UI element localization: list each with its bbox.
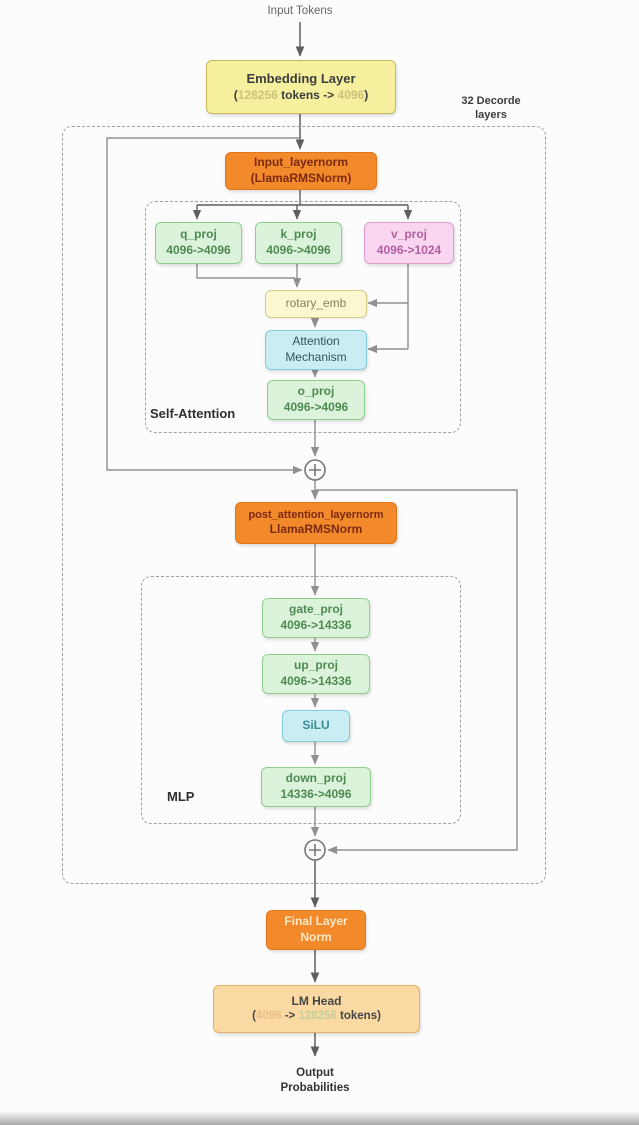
input-layernorm-title: Input_layernorm xyxy=(253,155,349,170)
decoder-count-label: 32 Decorde layers xyxy=(445,94,537,123)
self-attention-label: Self-Attention xyxy=(150,406,236,421)
final-layer-norm-line1: Final Layer xyxy=(284,914,348,929)
o-proj-node: o_proj 4096->4096 xyxy=(267,380,365,420)
silu-node: SiLU xyxy=(282,710,350,742)
attention-title-line1: Attention xyxy=(292,334,340,349)
bottom-shade xyxy=(0,1111,639,1125)
input-layernorm-sub: (LlamaRMSNorm) xyxy=(250,171,352,185)
k-proj-dims: 4096->4096 xyxy=(266,243,331,257)
input-tokens-label: Input Tokens xyxy=(267,5,333,17)
post-attention-layernorm-sub: LlamaRMSNorm xyxy=(269,522,363,537)
lm-head-title: LM Head xyxy=(291,993,342,1008)
embedding-layer-node: Embedding Layer (128256 tokens -> 4096) xyxy=(206,60,396,114)
up-proj-dims: 4096->14336 xyxy=(280,674,352,688)
down-proj-node: down_proj 14336->4096 xyxy=(261,767,371,807)
up-proj-node: up_proj 4096->14336 xyxy=(262,654,370,694)
down-proj-title: down_proj xyxy=(285,771,347,786)
v-proj-dims: 4096->1024 xyxy=(376,243,442,257)
rotary-emb-node: rotary_emb xyxy=(265,290,367,318)
v-proj-title: v_proj xyxy=(390,227,427,242)
lm-head-dims: (4096 -> 128256 tokens) xyxy=(252,1010,381,1023)
attention-title-line2: Mechanism xyxy=(285,350,347,364)
k-proj-node: k_proj 4096->4096 xyxy=(255,222,342,264)
output-probabilities-label: Output Probabilities xyxy=(245,1066,385,1096)
input-layernorm-node: Input_layernorm (LlamaRMSNorm) xyxy=(225,152,377,190)
o-proj-dims: 4096->4096 xyxy=(283,400,349,414)
attention-mechanism-node: Attention Mechanism xyxy=(265,330,367,370)
decoder-stack-boundary xyxy=(62,126,546,884)
embedding-vocab-size: 128256 xyxy=(237,87,278,102)
gate-proj-title: gate_proj xyxy=(288,602,343,617)
mlp-label: MLP xyxy=(167,789,195,804)
q-proj-dims: 4096->4096 xyxy=(166,243,231,257)
post-attention-layernorm-node: post_attention_layernorm LlamaRMSNorm xyxy=(235,502,397,544)
lm-head-hidden-size: 4096 xyxy=(255,1010,282,1023)
final-layer-norm-line2: Norm xyxy=(300,930,332,944)
up-proj-title: up_proj xyxy=(294,658,338,673)
self-attention-group xyxy=(145,201,461,433)
q-proj-title: q_proj xyxy=(180,227,217,242)
q-proj-node: q_proj 4096->4096 xyxy=(155,222,242,264)
silu-title: SiLU xyxy=(302,718,330,733)
decoder-count-line2: layers xyxy=(475,109,507,122)
embedding-title: Embedding Layer xyxy=(246,70,356,86)
o-proj-title: o_proj xyxy=(297,384,335,399)
v-proj-node: v_proj 4096->1024 xyxy=(364,222,454,264)
final-layer-norm-node: Final Layer Norm xyxy=(266,910,366,950)
post-attention-layernorm-title: post_attention_layernorm xyxy=(248,509,384,522)
k-proj-title: k_proj xyxy=(280,227,317,242)
embedding-dims: (128256 tokens -> 4096) xyxy=(233,87,369,102)
output-line2: Probabilities xyxy=(280,1081,350,1094)
decoder-count-line1: 32 Decorde xyxy=(461,95,521,107)
lm-head-vocab-size: 128256 xyxy=(298,1010,337,1023)
rotary-emb-title: rotary_emb xyxy=(285,296,347,311)
output-line1: Output xyxy=(296,1067,334,1079)
mlp-group xyxy=(141,576,461,824)
gate-proj-dims: 4096->14336 xyxy=(280,618,352,632)
embedding-hidden-size: 4096 xyxy=(337,87,365,102)
lm-head-node: LM Head (4096 -> 128256 tokens) xyxy=(213,985,420,1033)
gate-proj-node: gate_proj 4096->14336 xyxy=(262,598,370,638)
down-proj-dims: 14336->4096 xyxy=(280,787,352,801)
